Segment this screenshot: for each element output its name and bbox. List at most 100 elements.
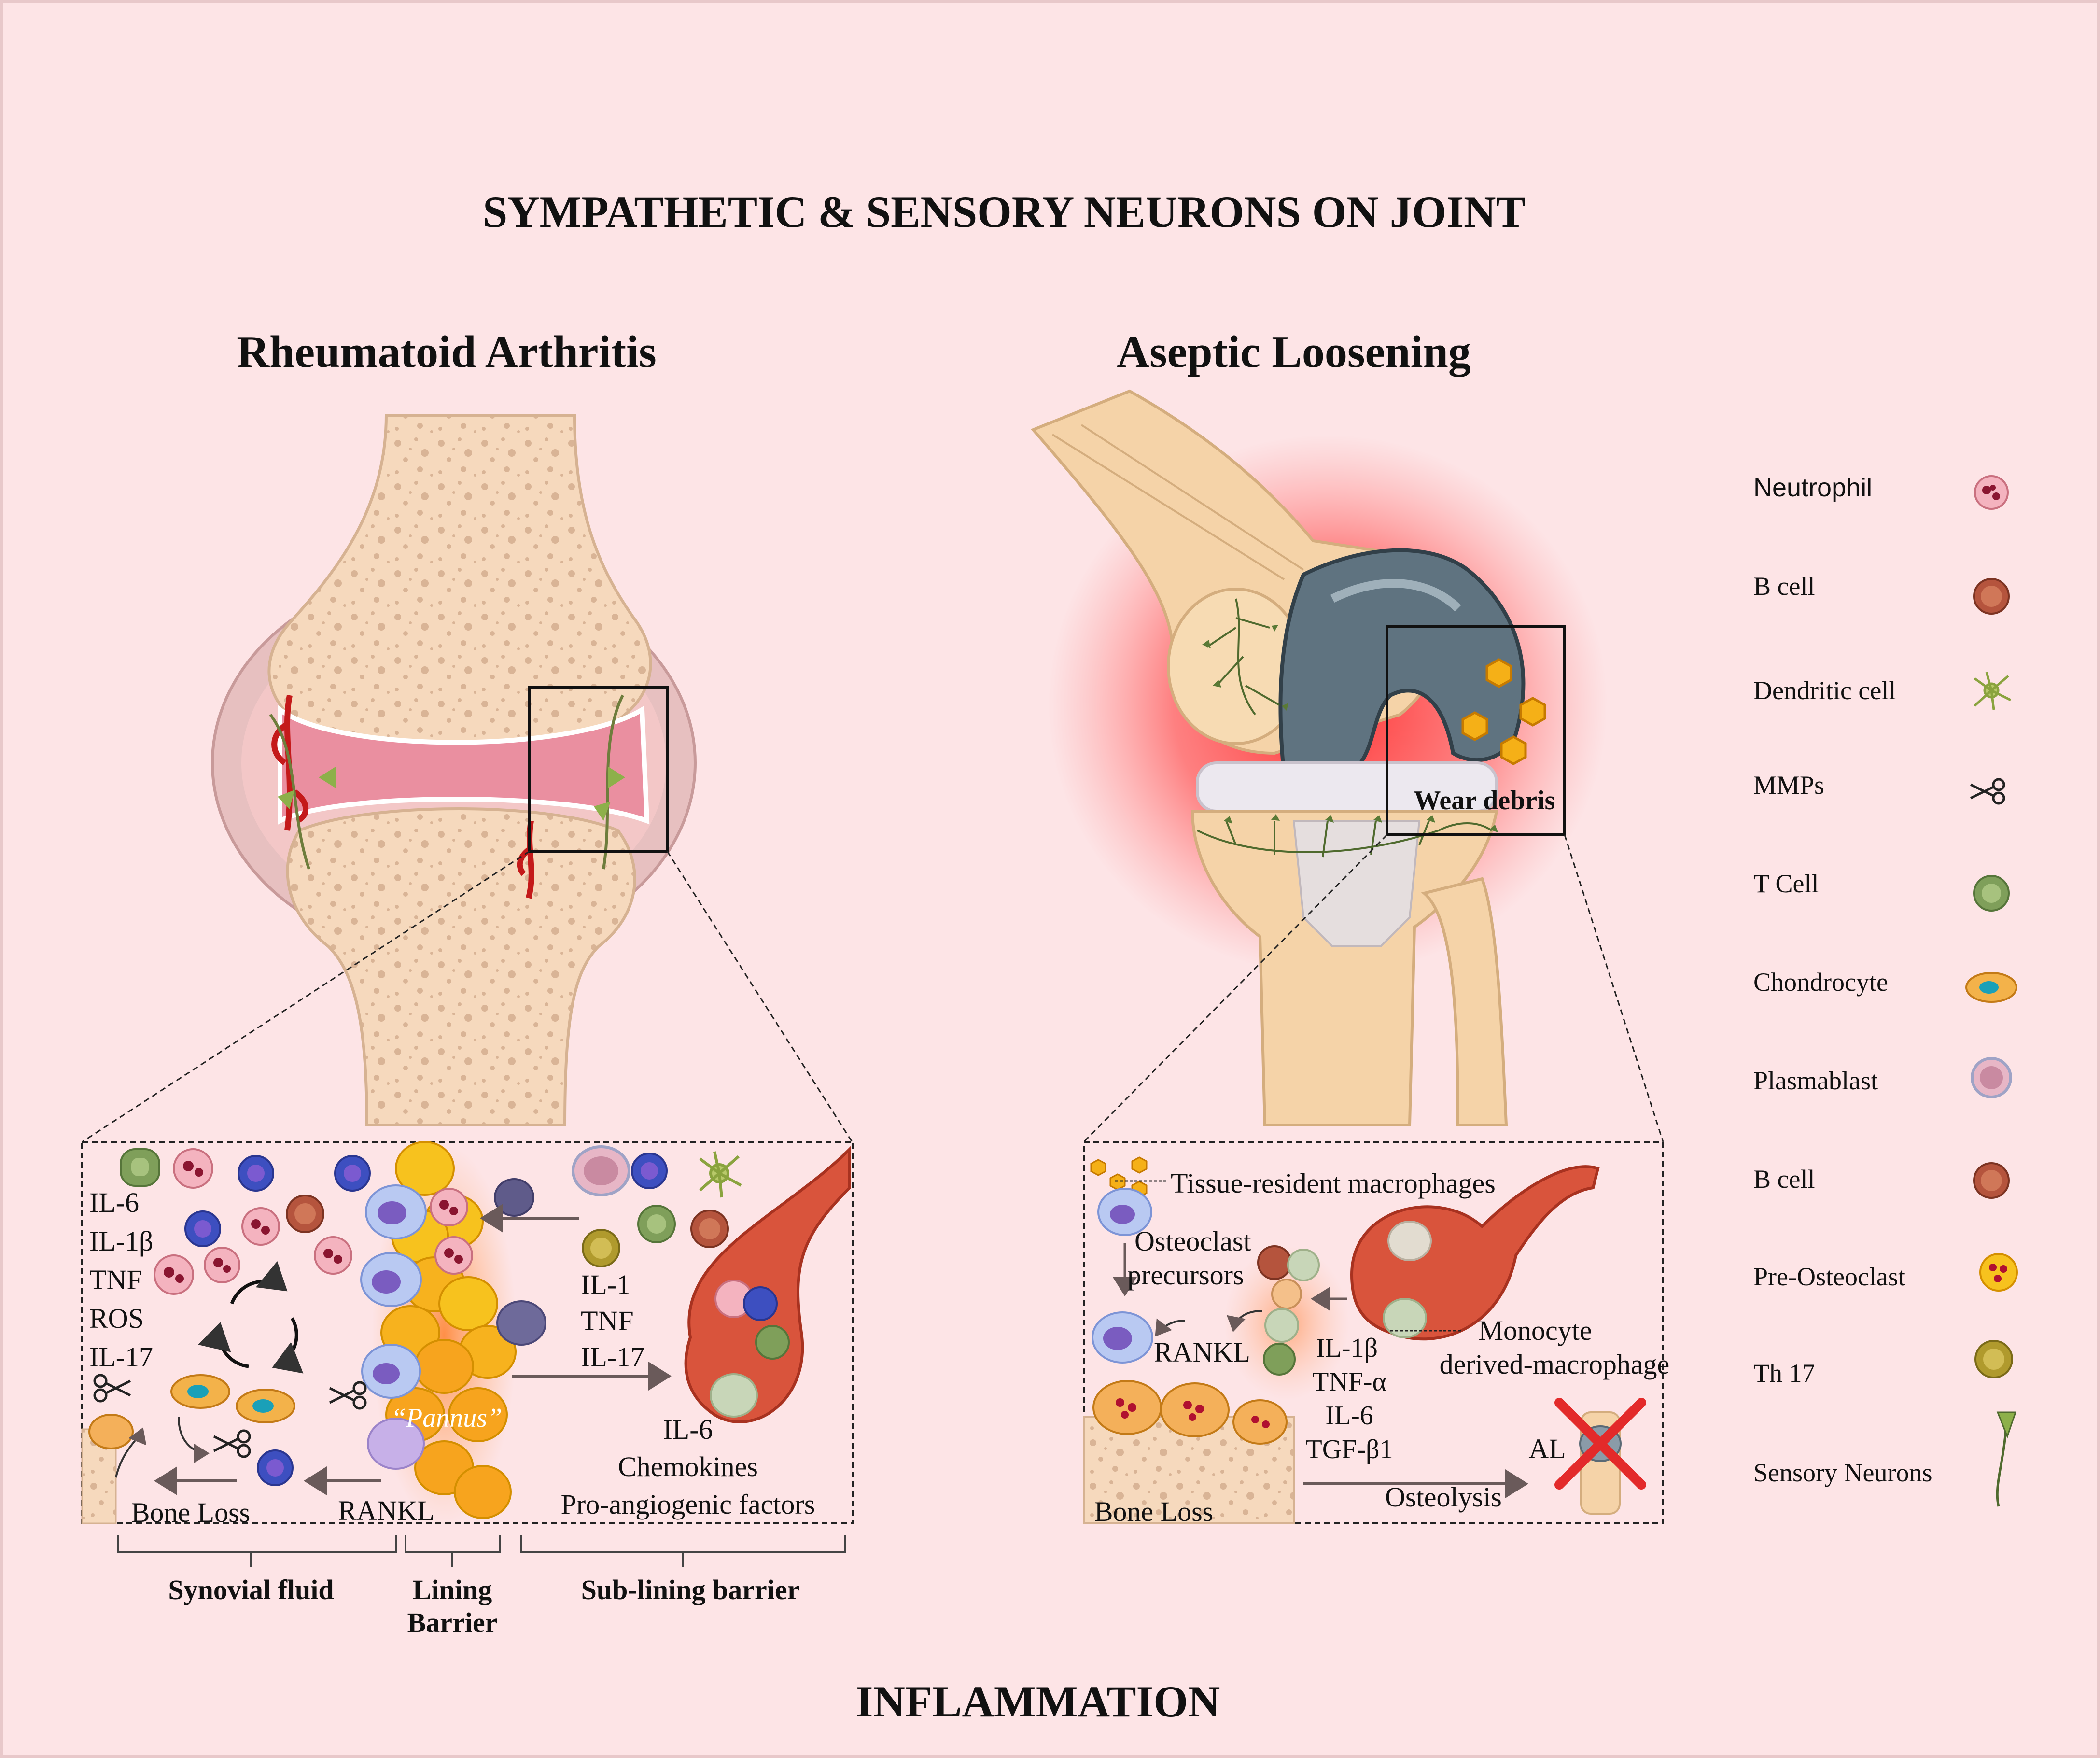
monocyte-icon xyxy=(1383,1298,1427,1338)
al-heading: Aseptic Loosening xyxy=(1117,327,1471,377)
chondrocyte-icon xyxy=(1965,972,2017,1003)
dendritic-cell-icon xyxy=(699,1151,742,1198)
neutrophil-cells xyxy=(154,1148,473,1295)
ra-cytokine-label: IL-17 xyxy=(581,1341,644,1373)
wear-debris-particles xyxy=(1461,658,1546,765)
ra-bone-loss-label: Bone Loss xyxy=(131,1497,251,1528)
plasmablast-icon xyxy=(1971,1057,2012,1098)
monocyte-icon xyxy=(1287,1249,1320,1281)
ra-cytokine-label: ROS xyxy=(89,1303,144,1334)
ra-factor-label: Pro-angiogenic factors xyxy=(561,1489,815,1520)
fibula-bone xyxy=(1421,877,1508,1126)
al-cytokine-label: TGF-β1 xyxy=(1306,1435,1393,1464)
legend-label: Plasmablast xyxy=(1753,1066,1878,1095)
legend-label: Th 17 xyxy=(1753,1359,1815,1388)
legend-label: T Cell xyxy=(1753,869,1819,898)
ra-cytokine-label: IL-1 xyxy=(581,1269,630,1300)
th17-icon xyxy=(1974,1340,2013,1378)
region-brackets xyxy=(117,1535,846,1567)
synovial-fluid-label: Synovial fluid xyxy=(168,1574,334,1605)
al-bone-loss-label: Bone Loss xyxy=(1094,1496,1214,1527)
t-cell-icon xyxy=(1263,1343,1296,1376)
legend-label: Sensory Neurons xyxy=(1753,1458,1932,1487)
sensory-neuron-network xyxy=(1197,598,1493,858)
inflamed-cartilage xyxy=(278,705,650,825)
legend-label: Chondrocyte xyxy=(1753,968,1888,997)
zoom-line xyxy=(82,850,530,1143)
osteoclast-nuclei xyxy=(1116,1398,1270,1428)
cell-nucleus xyxy=(1103,1327,1132,1350)
legend-label: B cell xyxy=(1753,572,1815,601)
legend-label: B cell xyxy=(1753,1165,1815,1194)
b-cell-icon xyxy=(1973,1162,2010,1199)
cross-icon xyxy=(1554,1398,1646,1490)
barrier-label: Barrier xyxy=(407,1607,498,1638)
monocyte-icon xyxy=(1264,1308,1299,1343)
dendritic-cell-icon xyxy=(1974,672,2012,710)
al-label: AL xyxy=(1528,1433,1566,1464)
pre-osteoclast-icon xyxy=(1092,1380,1162,1435)
scissors-icon xyxy=(93,1374,131,1403)
osteoclast-precursor-label: precursors xyxy=(1127,1259,1244,1291)
neuron-terminal xyxy=(278,790,294,809)
ra-detail-panel: IL-6 IL-1β TNF ROS IL-17 IL-1 TNF IL-17 … xyxy=(81,1141,854,1638)
al-rankl-label: RANKL xyxy=(1154,1336,1250,1368)
cell-icon xyxy=(1271,1279,1302,1309)
ra-cytokine-label: IL-1β xyxy=(89,1225,154,1257)
pannus-cells xyxy=(380,1141,517,1519)
t-cell-icon xyxy=(1973,875,2010,912)
pre-osteoclast-icon xyxy=(1979,1253,2018,1292)
monocyte-icon xyxy=(710,1373,758,1418)
ra-cytokine-label: IL-17 xyxy=(89,1341,153,1373)
neuron-terminal xyxy=(608,767,625,788)
pre-osteoclast-icon xyxy=(1232,1399,1288,1445)
ra-rankl-label: RANKL xyxy=(338,1495,434,1526)
pre-osteoclast-icon xyxy=(88,1414,134,1449)
femur-edge xyxy=(1051,434,1285,580)
chondrocyte-cells xyxy=(170,1374,295,1423)
ra-heading: Rheumatoid Arthritis xyxy=(237,327,657,377)
tissue-resident-label: Tissue-resident macrophages xyxy=(1171,1167,1496,1199)
neuron-terminal xyxy=(594,802,611,821)
b-cell-icon xyxy=(1973,578,2010,615)
legend-label: MMPs xyxy=(1753,771,1824,800)
arrow xyxy=(115,1427,147,1478)
ra-cytokine-label: IL-6 xyxy=(89,1187,139,1218)
tibia-bone xyxy=(1190,810,1498,1126)
wear-debris-particles xyxy=(1090,1156,1148,1198)
legend-label: Dendritic cell xyxy=(1753,676,1896,705)
al-cytokine-label: TNF-α xyxy=(1312,1367,1386,1397)
sensory-neuron-fiber xyxy=(602,694,624,870)
scissors-icon xyxy=(213,1429,251,1458)
arrow xyxy=(1155,1318,1186,1337)
al-cytokine-label: IL-6 xyxy=(1325,1401,1373,1431)
legend-label: Neutrophil xyxy=(1753,473,1872,502)
ra-zoom-box xyxy=(528,686,669,853)
scissors-icon xyxy=(1970,778,2005,805)
arrow xyxy=(1226,1310,1263,1332)
neuron-terminals xyxy=(1202,625,1498,832)
implant-highlight xyxy=(1330,579,1461,612)
pre-osteoclast-icon xyxy=(1160,1382,1230,1437)
monocyte-label: derived-macrophage xyxy=(1440,1349,1670,1380)
blood-vessel xyxy=(684,1145,851,1423)
ra-joint-illustration xyxy=(82,414,853,1143)
sensory-neuron-fiber xyxy=(269,714,310,870)
b-cell-icon xyxy=(1257,1245,1292,1280)
monocyte-icon xyxy=(1387,1221,1432,1261)
al-zoom-box xyxy=(1386,625,1566,836)
scissors-icon xyxy=(329,1381,367,1410)
ra-cytokine-label: TNF xyxy=(89,1264,142,1295)
osteolysis-label: Osteolysis xyxy=(1385,1481,1502,1513)
legend: Neutrophil B cell Dendritic cell MMPs T … xyxy=(1753,473,2018,1507)
tibia-bone xyxy=(286,807,636,1126)
tibial-stem xyxy=(1292,820,1421,947)
al-detail-panel: Tissue-resident macrophages Osteoclast p… xyxy=(1083,1141,1670,1527)
b-cell-icon xyxy=(743,1286,778,1321)
legend-label: Pre-Osteoclast xyxy=(1753,1262,1905,1291)
al-joint-illustration: Wear debris xyxy=(1030,389,1664,1143)
al-cytokine-label: IL-1β xyxy=(1316,1333,1378,1363)
ra-factor-label: Chemokines xyxy=(618,1451,758,1482)
main-title: SYMPATHETIC & SENSORY NEURONS ON JOINT xyxy=(483,187,1526,237)
